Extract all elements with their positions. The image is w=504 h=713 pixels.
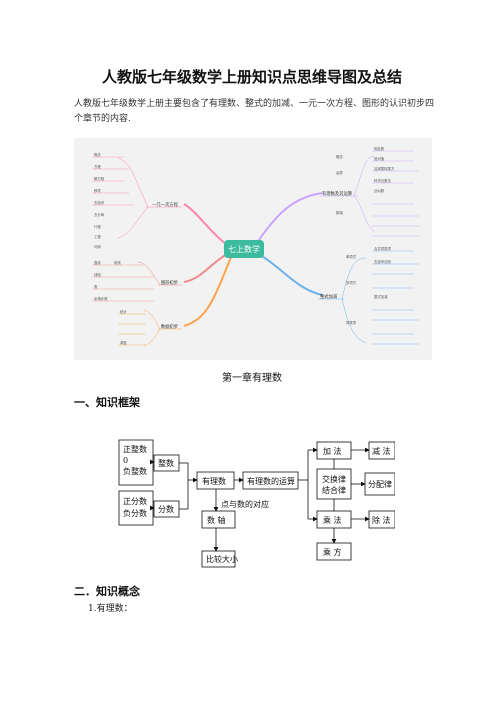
label-commutative-law: 交换律 [322, 474, 346, 484]
knowledge-framework-diagram: 正整数 0 负整数 整数 正分数 负分数 分数 有理数 有理数的运算 点与数的对… [118, 432, 396, 568]
svg-text:去分母: 去分母 [94, 212, 105, 217]
svg-text:调查: 调查 [120, 340, 127, 345]
section-heading-concepts: 二．知识概念 [74, 585, 140, 598]
svg-text:单项式: 单项式 [346, 254, 357, 259]
label-power: 乘 方 [323, 547, 342, 557]
svg-text:相反数: 相反数 [374, 146, 385, 151]
svg-text:行程: 行程 [94, 224, 101, 229]
label-compare-size: 比较大小 [206, 554, 238, 564]
svg-text:去括号法则: 去括号法则 [374, 259, 392, 264]
svg-text:概念: 概念 [94, 152, 101, 157]
branch-algebra: 整式加减 [320, 293, 338, 300]
svg-text:同类项: 同类项 [346, 320, 357, 325]
svg-text:射线: 射线 [114, 260, 121, 265]
svg-text:运算: 运算 [336, 170, 343, 175]
label-negative-fraction: 负分数 [123, 508, 147, 518]
label-operations: 有理数的运算 [247, 476, 295, 486]
label-rational-number: 有理数 [202, 476, 226, 486]
branch-rational: 有理数及其运算 [322, 190, 353, 197]
svg-text:统计: 统计 [120, 309, 127, 314]
label-addition: 加 法 [323, 446, 342, 456]
label-associative-law: 结合律 [322, 485, 346, 495]
label-positive-fraction: 正分数 [123, 496, 147, 506]
label-zero: 0 [123, 456, 128, 465]
branch-geometry: 图形初步 [161, 279, 179, 286]
chapter-heading: 第一章有理数 [222, 373, 282, 384]
svg-text:概念: 概念 [336, 154, 343, 159]
svg-text:方程: 方程 [94, 164, 101, 169]
svg-text:整式加减: 整式加减 [374, 294, 388, 299]
svg-text:移项: 移项 [94, 188, 101, 193]
label-negative-integer: 负整数 [123, 466, 147, 476]
label-distributive-law: 分配律 [368, 479, 392, 489]
svg-text:解方程: 解方程 [94, 176, 105, 181]
svg-text:科学记数法: 科学记数法 [374, 178, 392, 183]
svg-text:多项式: 多项式 [346, 280, 357, 285]
list-item-rational: 1.有理数： [88, 604, 133, 614]
svg-text:余角补角: 余角补角 [94, 296, 108, 301]
svg-text:加减乘除乘方: 加减乘除乘方 [374, 166, 395, 171]
svg-text:角: 角 [94, 284, 97, 289]
svg-text:近似数: 近似数 [374, 188, 385, 193]
branch-equation: 一元一次方程 [152, 201, 178, 208]
svg-text:线段: 线段 [94, 272, 101, 277]
label-subtraction: 减 法 [372, 446, 391, 456]
svg-text:绝对值: 绝对值 [374, 156, 385, 161]
section-heading-framework: 一、知识框架 [74, 396, 140, 409]
svg-text:合并同类项: 合并同类项 [374, 246, 392, 251]
label-number-axis: 数 轴 [207, 515, 226, 525]
svg-text:利润: 利润 [94, 244, 101, 249]
label-positive-integer: 正整数 [123, 444, 147, 454]
label-division: 除 法 [372, 515, 391, 525]
svg-text:去括号: 去括号 [94, 200, 105, 205]
svg-text:工程: 工程 [94, 234, 101, 239]
label-multiplication: 乘 法 [323, 515, 342, 525]
label-integer: 整数 [158, 458, 174, 468]
label-correspondence: 点与数的对应 [221, 499, 269, 509]
mind-map: 七上数学 有理数及其运算 概念 运算 数轴 相反数 绝对值 加减乘除乘方 科学记… [74, 138, 432, 360]
branch-other: 数据初步 [161, 323, 179, 330]
mind-map-center: 七上数学 [228, 244, 260, 254]
svg-text:直线: 直线 [94, 260, 101, 265]
label-fraction: 分数 [158, 504, 174, 514]
intro-paragraph: 人教版七年级数学上册主要包含了有理数、整式的加减、一元一次方程、图形的认识初步四… [74, 99, 435, 124]
svg-text:数轴: 数轴 [336, 210, 343, 215]
page-title: 人教版七年级数学上册知识点思维导图及总结 [101, 68, 402, 86]
